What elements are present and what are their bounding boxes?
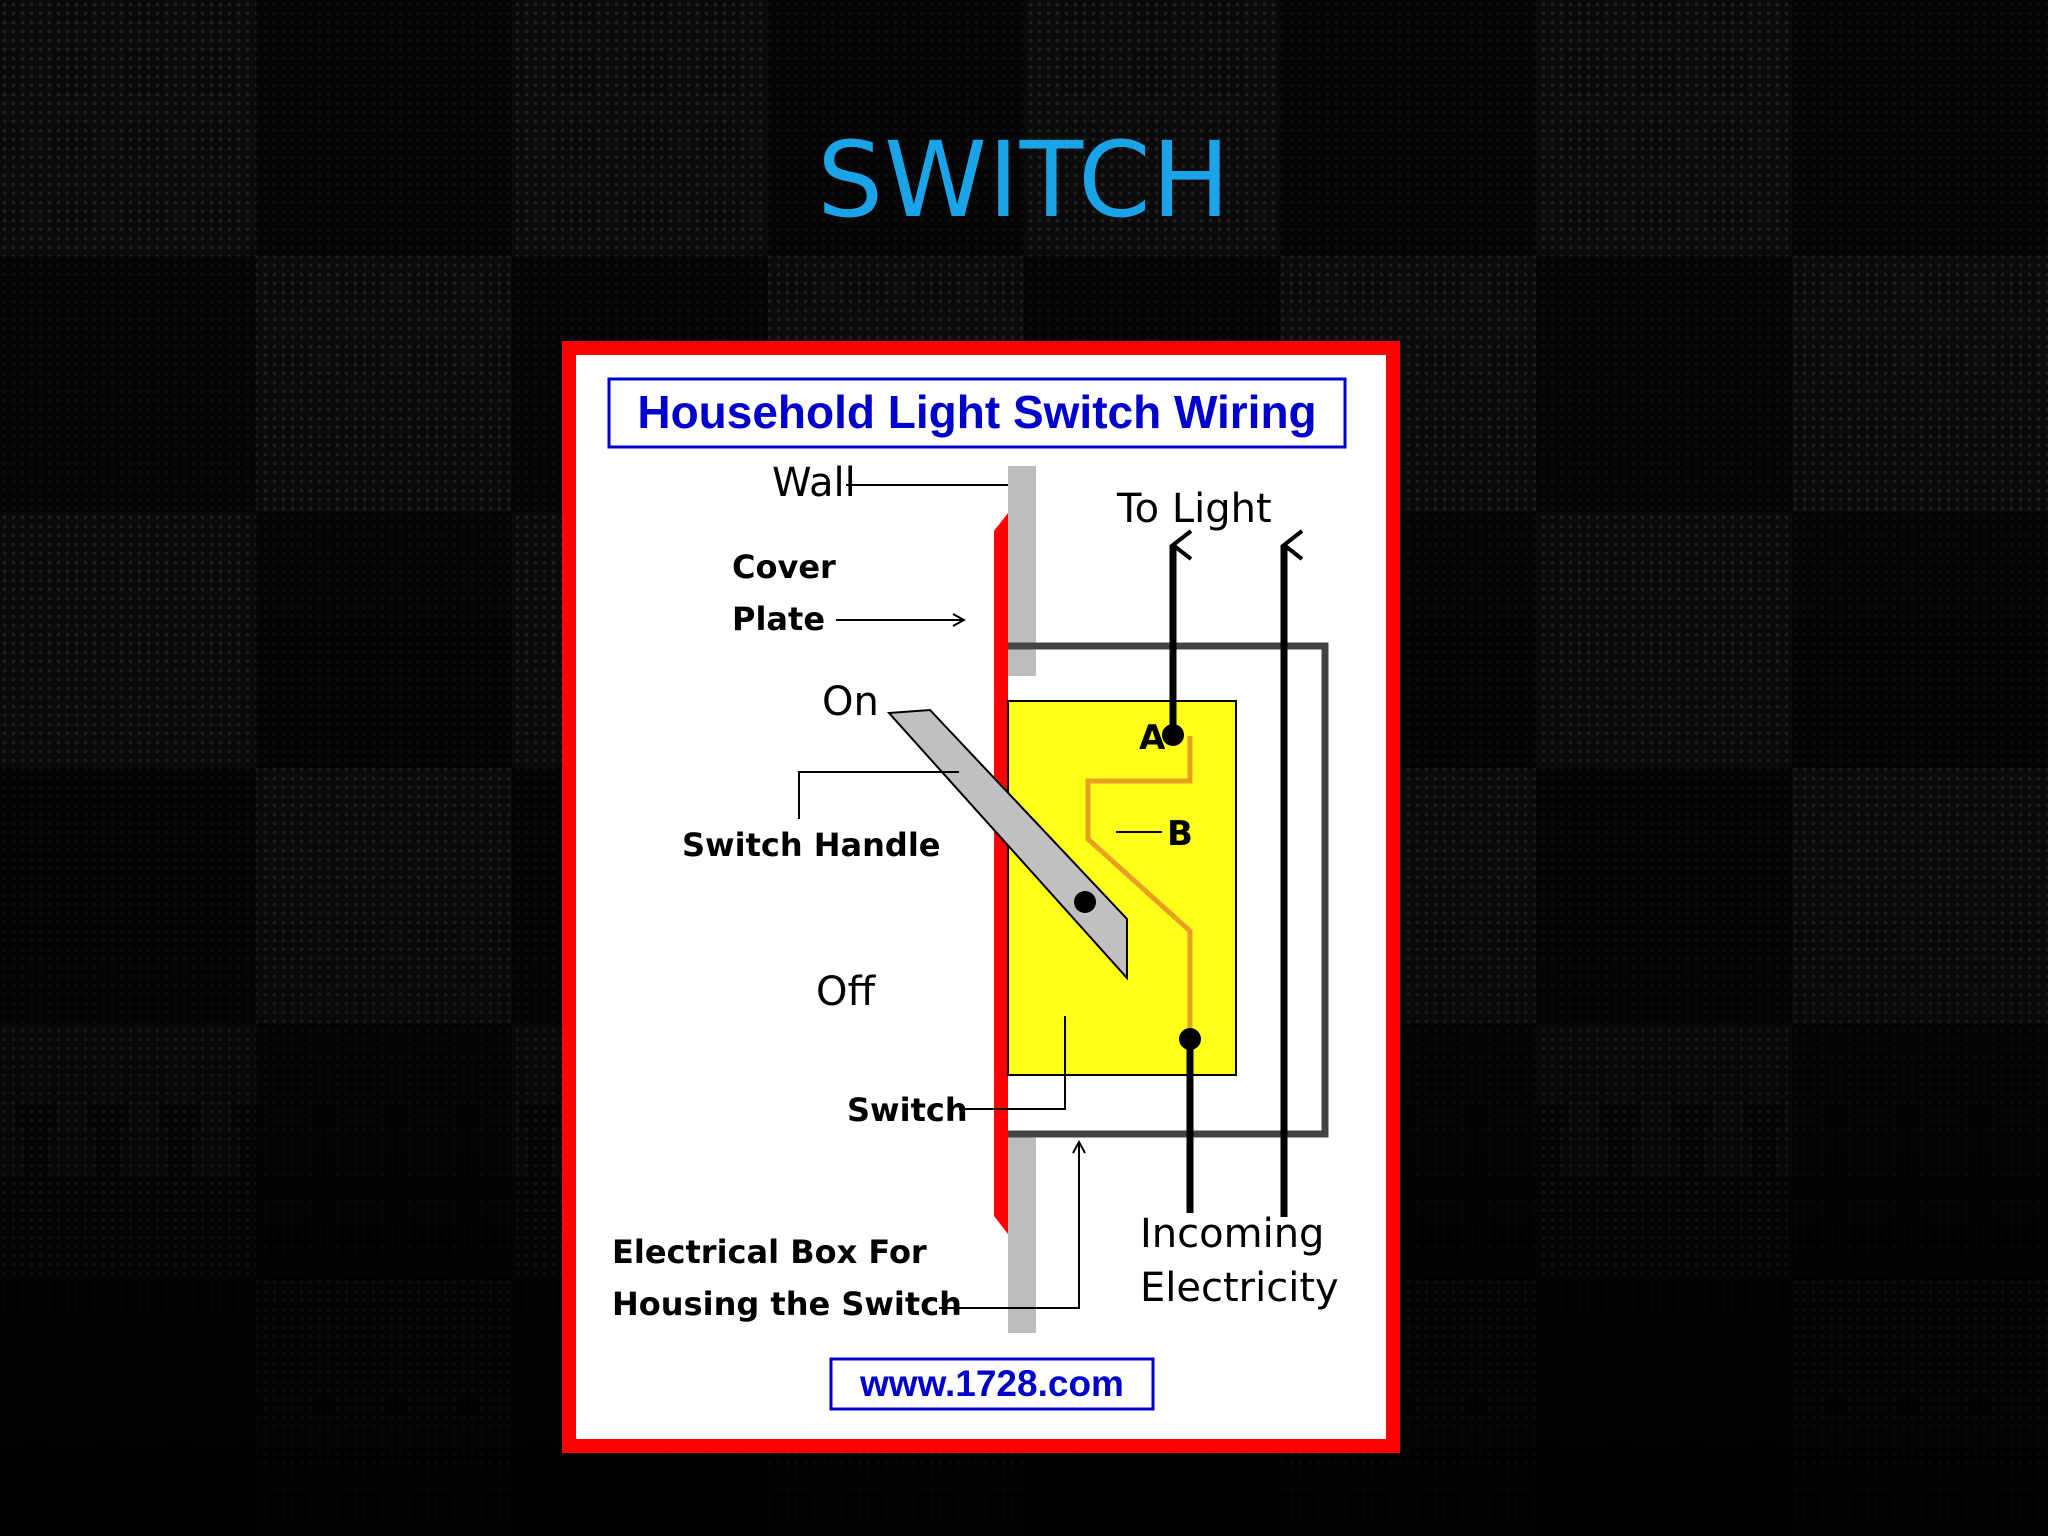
wall-upper xyxy=(1008,466,1036,676)
electrical-box-arrow xyxy=(939,1143,1079,1309)
label-off: Off xyxy=(816,969,876,1015)
diagram-title-box xyxy=(607,377,1347,449)
label-incoming-1: Incoming xyxy=(1140,1211,1324,1257)
label-incoming-2: Electricity xyxy=(1140,1265,1339,1311)
switch-body xyxy=(1007,700,1237,1076)
switch-handle-leader xyxy=(798,771,959,819)
wiring-diagram: Household Light Switch Wiring xyxy=(562,341,1400,1453)
cover-plate xyxy=(994,513,1008,1234)
switch-leader xyxy=(959,1016,1066,1110)
diagram-title: Household Light Switch Wiring xyxy=(637,386,1316,438)
label-wall: Wall xyxy=(772,460,856,506)
website-label: www.1728.com xyxy=(859,1363,1124,1404)
label-to-light: To Light xyxy=(1116,486,1272,532)
diagram-panel xyxy=(576,355,1386,1439)
label-terminal-a: A xyxy=(1139,718,1166,758)
slide-title: SWITCH xyxy=(817,119,1231,241)
label-electrical-box-1: Electrical Box For xyxy=(612,1233,927,1271)
label-switch: Switch xyxy=(847,1091,968,1129)
handle-pivot xyxy=(1074,891,1096,913)
label-on: On xyxy=(822,679,879,725)
switch-handle xyxy=(886,708,1128,981)
website-box xyxy=(829,1357,1155,1411)
label-cover-plate-1: Cover xyxy=(732,548,836,586)
label-cover-plate-2: Plate xyxy=(732,600,825,638)
electrical-box xyxy=(1008,642,1329,1138)
contact-wire xyxy=(1085,736,1193,1039)
wall-lower xyxy=(1008,1137,1036,1333)
label-electrical-box-2: Housing the Switch xyxy=(612,1285,962,1323)
label-switch-handle: Switch Handle xyxy=(682,826,941,864)
wiring-diagram-svg: Household Light Switch Wiring xyxy=(562,341,1400,1453)
label-terminal-b: B xyxy=(1167,814,1193,854)
